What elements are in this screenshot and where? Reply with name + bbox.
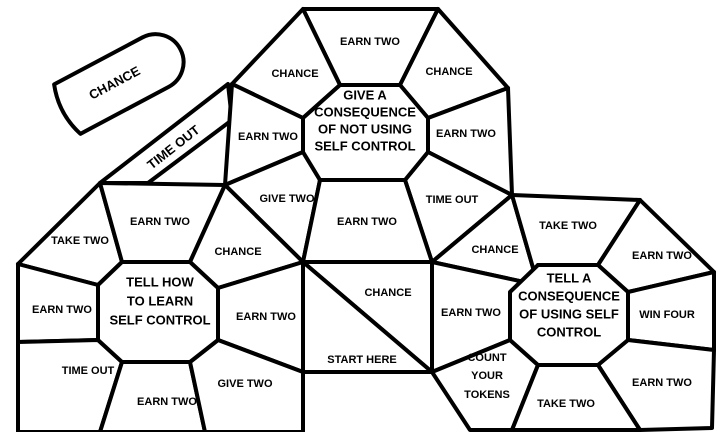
right-earn-two-upper-label: EARN TWO [632, 250, 692, 262]
left-octagon-center[interactable] [96, 260, 220, 364]
top-center-line-4: SELF CONTROL [314, 138, 415, 153]
right-take-two-bottom-label: TAKE TWO [537, 398, 595, 410]
right-earn-two-lower-label: EARN TWO [632, 377, 692, 389]
right-count-label: COUNT [467, 352, 506, 364]
right-your-label: YOUR [471, 370, 503, 382]
top-center-line-3: OF NOT USING [318, 121, 412, 136]
top-chance-right-label: CHANCE [425, 66, 472, 78]
top-earn-two-left-label: EARN TWO [238, 131, 298, 143]
top-earn-two-top-label: EARN TWO [340, 36, 400, 48]
top-time-out-label: TIME OUT [426, 194, 479, 206]
left-take-two-label: TAKE TWO [51, 235, 109, 247]
chance-card[interactable]: CHANCE [50, 24, 194, 136]
start-here-label: START HERE [327, 354, 396, 366]
right-earn-two-left-label: EARN TWO [441, 307, 501, 319]
top-center-line-1: GIVE A [343, 87, 387, 102]
left-time-out-label: TIME OUT [62, 365, 115, 377]
left-earn-two-right-label: EARN TWO [236, 311, 296, 323]
middle-chance-label: CHANCE [364, 287, 411, 299]
middle-section: CHANCE START HERE [301, 260, 434, 374]
right-win-four-label: WIN FOUR [639, 309, 695, 321]
left-give-two-label: GIVE TWO [218, 378, 273, 390]
right-chance-label: CHANCE [471, 244, 518, 256]
right-center-line-3: OF USING SELF [519, 306, 619, 321]
top-earn-two-right-label: EARN TWO [436, 128, 496, 140]
top-chance-left-label: CHANCE [271, 68, 318, 80]
left-earn-two-left-label: EARN TWO [32, 304, 92, 316]
left-earn-two-bottom-label: EARN TWO [137, 396, 197, 408]
right-octagon: CHANCE TAKE TWO EARN TWO EARN TWO WIN FO… [430, 193, 716, 432]
right-octagon-center[interactable] [508, 263, 630, 367]
right-center-line-1: TELL A [547, 270, 592, 285]
top-octagon-center[interactable] [301, 83, 430, 182]
right-take-two-top-label: TAKE TWO [539, 220, 597, 232]
top-give-two-label: GIVE TWO [260, 193, 315, 205]
right-tokens-label: TOKENS [464, 389, 510, 401]
left-earn-two-top-label: EARN TWO [130, 216, 190, 228]
left-center-line-2: TO LEARN [127, 293, 193, 308]
right-center-line-4: CONTROL [537, 324, 601, 339]
top-octagon: EARN TWO CHANCE CHANCE EARN TWO EARN TWO… [223, 7, 514, 264]
right-center-line-2: CONSEQUENCE [518, 288, 620, 303]
left-center-line-1: TELL HOW [126, 274, 194, 289]
top-center-line-2: CONSEQUENCE [314, 104, 416, 119]
top-earn-two-bottom-label: EARN TWO [337, 216, 397, 228]
left-chance-label: CHANCE [214, 246, 261, 258]
space-start-here[interactable] [301, 260, 434, 374]
left-octagon: TAKE TWO EARN TWO CHANCE EARN TWO EARN T… [16, 181, 305, 432]
left-center-line-3: SELF CONTROL [109, 312, 210, 327]
